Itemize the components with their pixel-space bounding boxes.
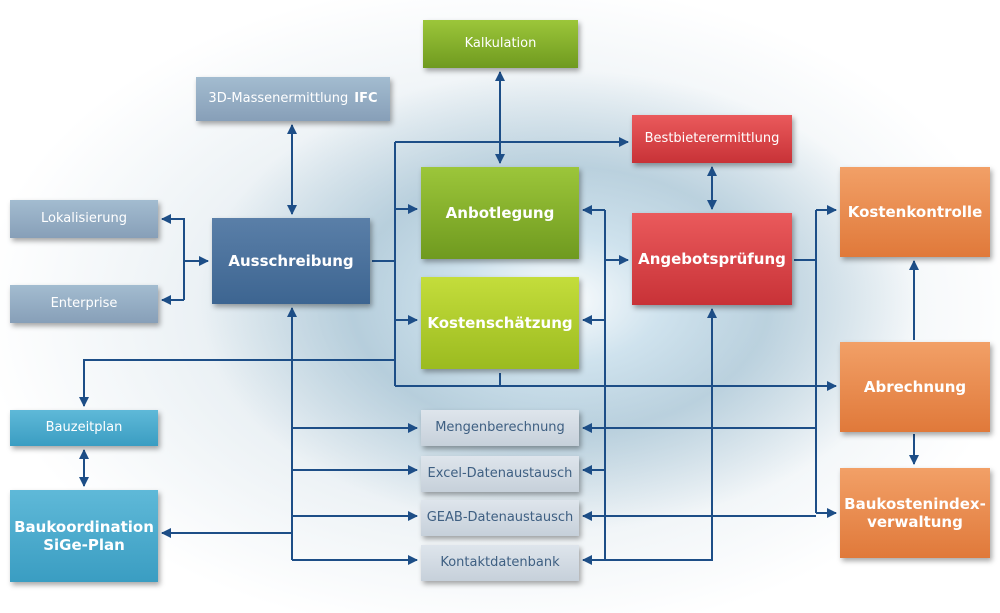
node-bauzeitplan: Bauzeitplan [10, 410, 158, 446]
node-kostenkontrolle: Kostenkontrolle [840, 167, 990, 257]
node-angebotspruefung: Angebotsprüfung [632, 213, 792, 305]
node-lokalisierung-label: Lokalisierung [41, 211, 127, 227]
node-kostenschaetzung-label: Kostenschätzung [427, 314, 573, 332]
connector-ausschreibung-bauzeitplan [79, 359, 395, 407]
node-geab-datenaustausch-label: GEAB-Datenaustausch [426, 510, 574, 526]
node-enterprise: Enterprise [10, 285, 158, 323]
node-angebotspruefung-label: Angebotsprüfung [638, 250, 786, 268]
node-kalkulation: Kalkulation [423, 20, 578, 68]
node-kontaktdatenbank-label: Kontaktdatenbank [440, 555, 560, 571]
node-baukoordination-text: Baukoordination SiGe-Plan [14, 518, 154, 554]
node-excel-datenaustausch: Excel-Datenaustausch [421, 456, 579, 492]
node-baukoordination: Baukoordination SiGe-Plan [10, 490, 158, 582]
node-kostenschaetzung: Kostenschätzung [421, 277, 579, 369]
node-baukoordination-line1: Baukoordination [14, 518, 154, 536]
node-ausschreibung-label: Ausschreibung [228, 252, 354, 270]
connector-angebot-down [605, 308, 717, 561]
node-baukoordination-line2: SiGe-Plan [43, 536, 125, 554]
node-ifc-label: IFC [354, 91, 378, 107]
node-baukostenindex-line2: verwaltung [867, 513, 963, 531]
node-mengenberechnung-label: Mengenberechnung [435, 420, 565, 436]
node-excel-datenaustausch-label: Excel-Datenaustausch [427, 466, 573, 482]
node-anbotlegung: Anbotlegung [421, 167, 579, 259]
node-enterprise-label: Enterprise [50, 296, 118, 312]
node-abrechnung-label: Abrechnung [863, 378, 967, 396]
node-baukostenindex-text: Baukostenindex- verwaltung [844, 495, 986, 531]
node-lokalisierung: Lokalisierung [10, 200, 158, 238]
node-anbotlegung-label: Anbotlegung [445, 204, 555, 222]
node-mengenberechnung: Mengenberechnung [421, 410, 579, 446]
node-kostenkontrolle-label: Kostenkontrolle [847, 203, 983, 221]
node-abrechnung: Abrechnung [840, 342, 990, 432]
node-bestbieterermittlung-label: Bestbieterermittlung [644, 131, 780, 147]
node-baukostenindex-line1: Baukostenindex- [844, 495, 986, 513]
node-3d-massenermittlung: 3D-Massenermittlung IFC [196, 77, 390, 121]
node-kontaktdatenbank: Kontaktdatenbank [421, 545, 579, 581]
node-bestbieterermittlung: Bestbieterermittlung [632, 115, 792, 163]
node-ausschreibung: Ausschreibung [212, 218, 370, 304]
node-baukostenindexverwaltung: Baukostenindex- verwaltung [840, 468, 990, 558]
node-3d-massenermittlung-label: 3D-Massenermittlung [208, 91, 349, 107]
node-geab-datenaustausch: GEAB-Datenaustausch [421, 500, 579, 536]
node-bauzeitplan-label: Bauzeitplan [45, 420, 123, 436]
node-kalkulation-label: Kalkulation [464, 36, 537, 52]
